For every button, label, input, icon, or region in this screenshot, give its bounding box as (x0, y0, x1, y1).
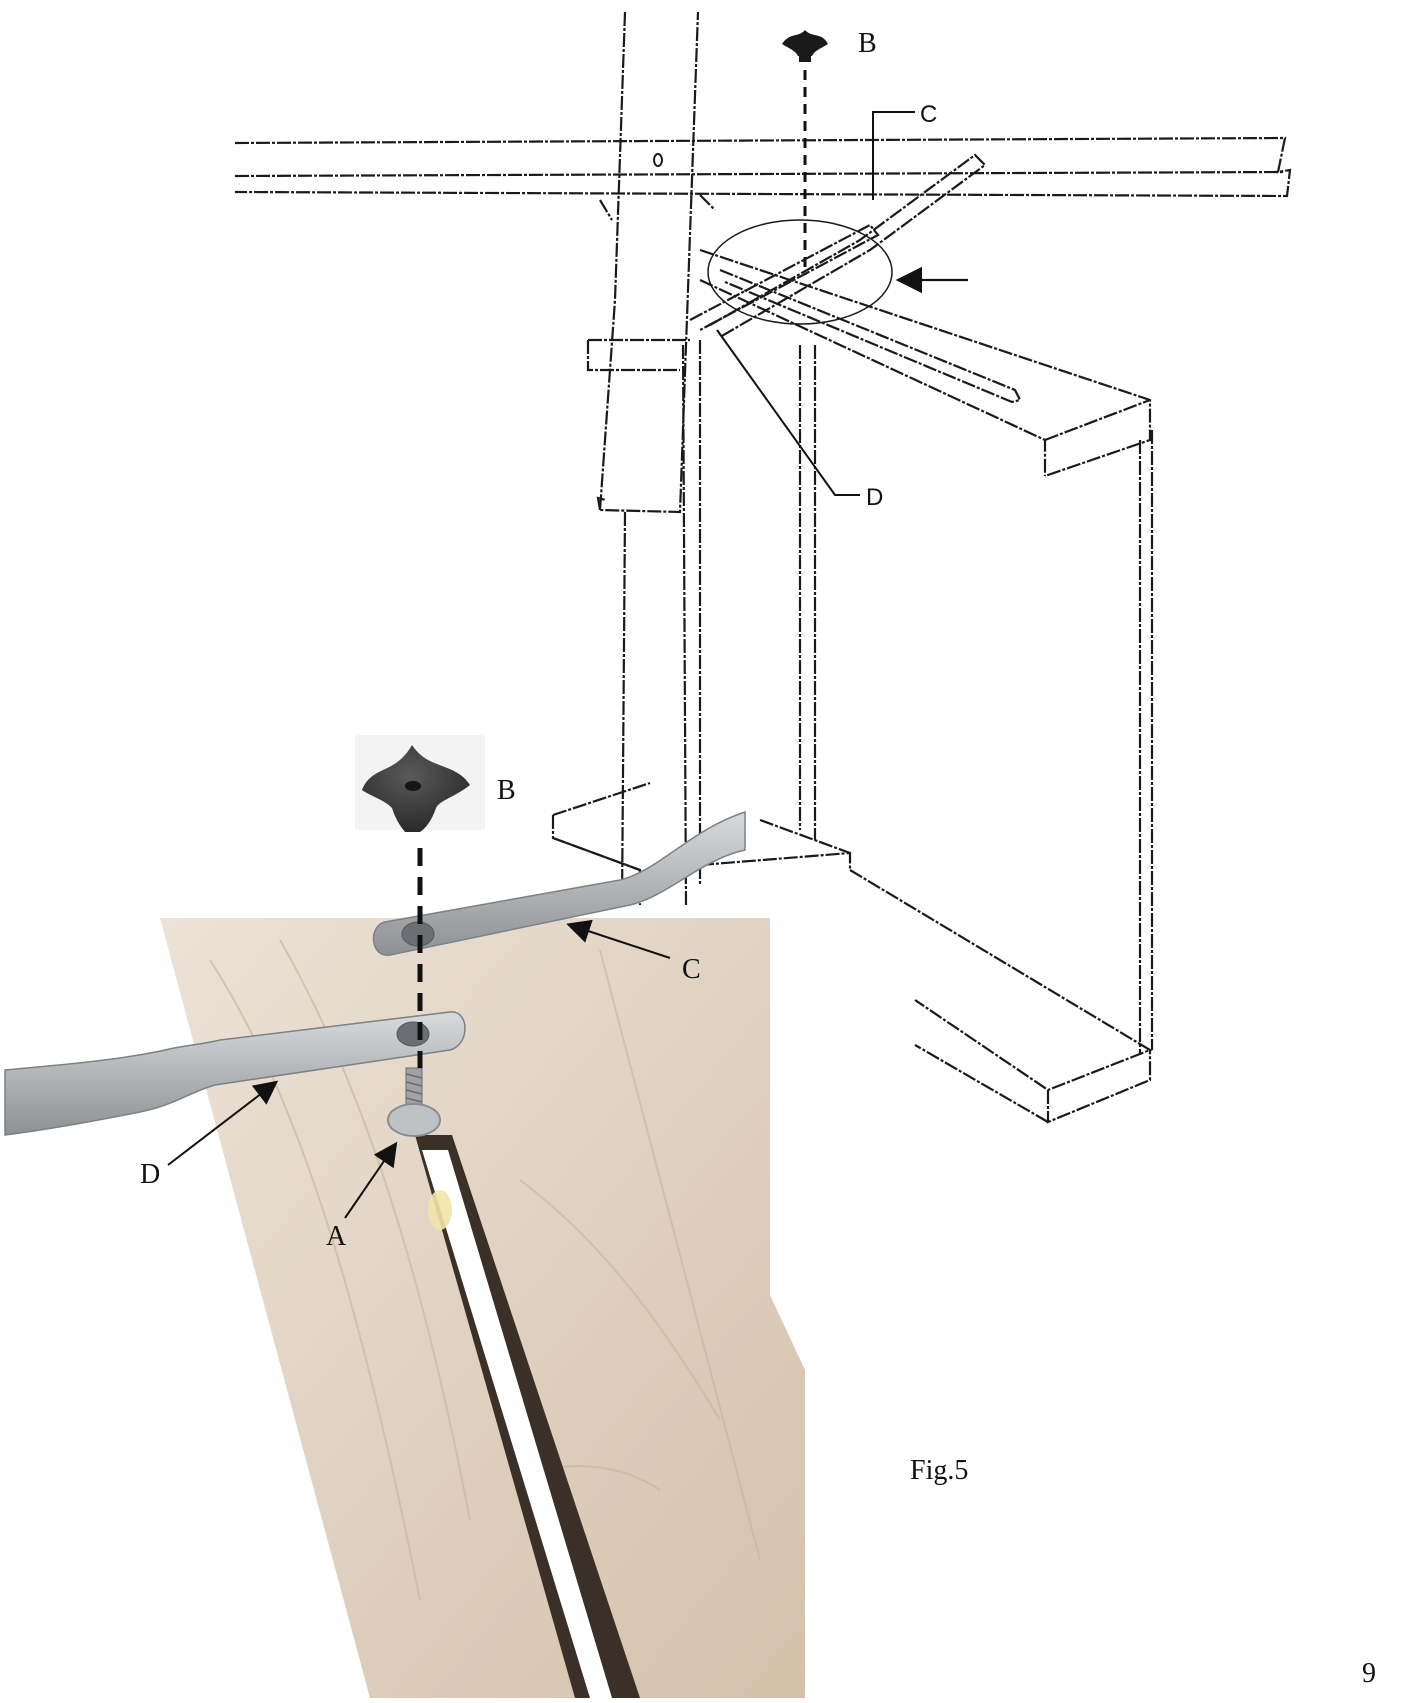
drawing-leader-d (716, 329, 860, 496)
metal-arm-d (4, 1011, 466, 1136)
upright-hole-icon (653, 153, 663, 167)
bolt-a-icon (387, 1067, 441, 1137)
drawing-leader-c (872, 111, 915, 200)
photo-knob-b-icon (355, 735, 485, 832)
photo-label-a: A (326, 1221, 347, 1252)
detail-circle (707, 219, 893, 325)
metal-arm-c (372, 810, 746, 956)
frame-line-drawing (234, 11, 1292, 1124)
photo-inset (4, 735, 805, 1698)
drawing-label-d: D (866, 484, 883, 511)
photo-arrow-c (566, 919, 671, 959)
drawing-label-b: B (858, 28, 877, 59)
photo-label-c: C (682, 954, 701, 985)
photo-arrow-a (344, 1141, 398, 1219)
photo-label-d: D (140, 1159, 160, 1190)
figure-caption: Fig.5 (910, 1455, 969, 1486)
drawing-label-c: C (920, 101, 937, 128)
photo-arrow-d (167, 1080, 279, 1166)
page-number: 9 (1362, 1658, 1376, 1689)
photo-label-b: B (497, 775, 516, 806)
drawing-knob-b-icon (782, 30, 828, 62)
